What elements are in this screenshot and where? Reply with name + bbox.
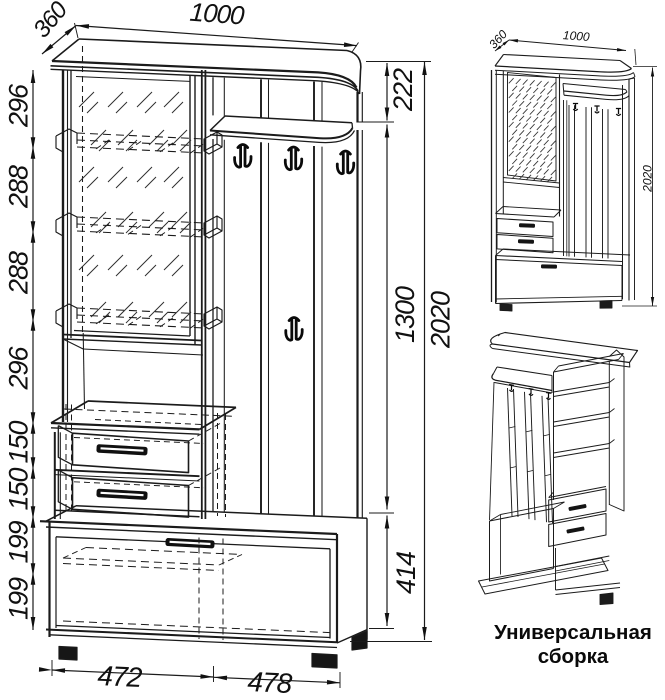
- svg-text:1300: 1300: [390, 286, 420, 343]
- svg-text:2020: 2020: [426, 291, 456, 349]
- svg-text:199: 199: [4, 520, 34, 563]
- svg-text:288: 288: [4, 165, 34, 209]
- svg-text:1000: 1000: [189, 0, 246, 31]
- svg-text:472: 472: [97, 660, 143, 693]
- svg-text:150: 150: [4, 467, 34, 510]
- svg-text:сборка: сборка: [538, 645, 609, 668]
- svg-text:414: 414: [391, 552, 421, 594]
- svg-text:296: 296: [4, 83, 34, 128]
- svg-text:2020: 2020: [641, 165, 655, 193]
- svg-text:478: 478: [247, 666, 293, 699]
- svg-text:1000: 1000: [562, 28, 590, 44]
- svg-text:Универсальная: Универсальная: [494, 621, 652, 644]
- svg-text:288: 288: [4, 251, 34, 295]
- svg-text:199: 199: [4, 577, 34, 620]
- svg-text:296: 296: [4, 345, 34, 390]
- svg-text:150: 150: [4, 420, 34, 463]
- svg-text:222: 222: [388, 68, 418, 112]
